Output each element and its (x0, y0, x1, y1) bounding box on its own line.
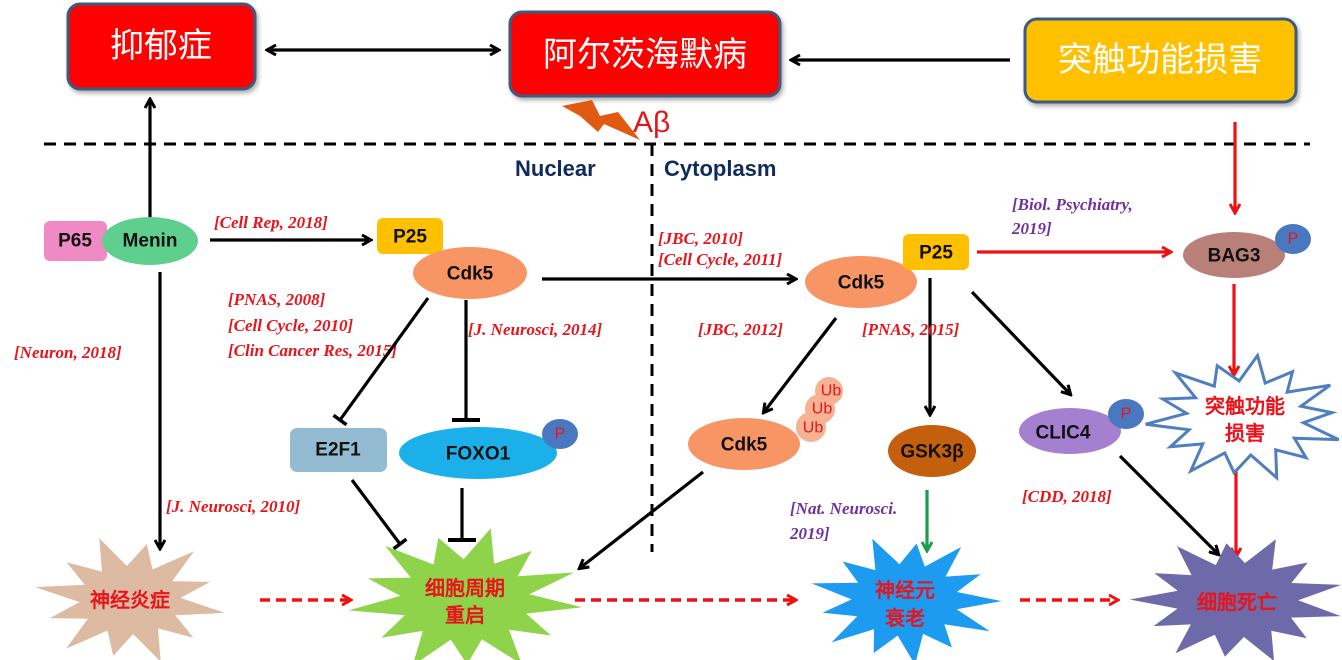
cdk5-ubiquitination-arrow (764, 317, 838, 412)
clic4-phospho-badge (1108, 399, 1144, 429)
ref-biol-psychiatry-2019-line1: [Biol. Psychiatry, (1012, 195, 1133, 214)
cell-death-label: 细胞死亡 (1197, 590, 1277, 614)
foxo1-phospho-label: P (555, 426, 566, 443)
synaptic-damage-box: 突触功能损害 (1023, 17, 1298, 104)
gsk3b-node: GSK3β (888, 425, 976, 477)
depression-box-bg (66, 2, 257, 91)
cdk5-ub-label: Cdk5 (721, 435, 768, 456)
menin-shape (102, 217, 198, 265)
cytoplasm-label: Cytoplasm (664, 156, 776, 181)
clic4-shape (1019, 408, 1121, 454)
neuronal-senescence-label-line1: 神经元 (875, 578, 935, 602)
bag3-label: BAG3 (1208, 246, 1261, 267)
alzheimers-box: 阿尔茨海默病 (508, 10, 782, 98)
ref-nat-neurosci-2019-line1: [Nat. Neurosci. (790, 499, 897, 518)
clic4-label: CLIC4 (1036, 423, 1091, 444)
nuclear-label: Nuclear (515, 156, 596, 181)
ref-pnas-2008: [PNAS, 2008] (228, 290, 326, 309)
ref-cdd-2018: [CDD, 2018] (1022, 487, 1112, 506)
bag3-phospho-badge (1275, 224, 1311, 254)
synaptic-damage-box-bg (1023, 17, 1298, 104)
ub-label-1: Ub (803, 420, 824, 437)
cdk5-nuclear-label: Cdk5 (447, 264, 494, 285)
menin-label: Menin (123, 231, 178, 252)
e2f1-label: E2F1 (315, 440, 361, 461)
p25-nuclear-shape (377, 218, 443, 254)
cdk5-cyto-shape (805, 256, 917, 308)
p65-shape (44, 221, 107, 261)
neuroinflammation-label: 神经炎症 (90, 588, 170, 612)
bag3-shape (1183, 232, 1285, 278)
cell-death-burst (1129, 539, 1342, 660)
ref-biol-psychiatry-2019-line2: 2019] (1011, 219, 1052, 238)
ref-jbc-2012: [JBC, 2012] (698, 320, 783, 339)
p25-nuclear-node: P25 (377, 218, 443, 254)
ub-label-2: Ub (812, 401, 833, 418)
ref-nat-neurosci-2019-line2: 2019] (789, 524, 830, 543)
abeta-label: Aβ (633, 106, 670, 139)
synaptic-damage-burst (1145, 352, 1340, 482)
bag3-node: BAG3 P (1183, 224, 1311, 278)
ref-cell-cycle-2011: [Cell Cycle, 2011] (658, 250, 783, 269)
alzheimers-label: 阿尔茨海默病 (543, 35, 747, 75)
synaptic-burst-label-line2: 损害 (1225, 421, 1265, 445)
neuroinflammation-burst (35, 538, 225, 660)
cdk5-ub-node: Cdk5 Ub Ub Ub (688, 377, 843, 470)
ref-cell-cycle-2010: [Cell Cycle, 2010] (228, 316, 353, 335)
gsk3b-label: GSK3β (900, 442, 963, 463)
p25-cyto-label: P25 (919, 243, 953, 264)
synaptic-burst-label-line1: 突触功能 (1205, 394, 1285, 418)
p65-node: P65 (44, 221, 107, 261)
e2f1-cellcycle-inhibit (350, 479, 408, 551)
clic4-node: CLIC4 P (1019, 399, 1144, 454)
p25-cyto-node: P25 (903, 234, 969, 270)
ref-j-neurosci-2014: [J. Neurosci, 2014] (468, 320, 602, 339)
cell-cycle-reentry-label-line1: 细胞周期 (425, 576, 505, 600)
neuronal-senescence-label-line2: 衰老 (884, 606, 925, 630)
p65-label: P65 (58, 231, 92, 252)
cell-cycle-reentry-burst (348, 528, 582, 660)
ref-jbc-2010: [JBC, 2010] (658, 229, 743, 248)
ub-circle-1 (796, 412, 826, 442)
neuronal-senescence-burst (811, 538, 1002, 660)
foxo1-phospho-badge (542, 419, 578, 449)
ref-j-neurosci-2010: [J. Neurosci, 2010] (166, 497, 300, 516)
cell-cycle-reentry-label-line2: 重启 (445, 603, 485, 627)
clic4-celldeath-arrow (1118, 454, 1218, 554)
ub-label-3: Ub (821, 383, 842, 400)
p25-clic4-arrow (970, 290, 1070, 394)
e2f1-node: E2F1 (290, 428, 387, 472)
ref-cell-rep-2018: [Cell Rep, 2018] (214, 213, 328, 232)
cdk5-cyto-node: Cdk5 (805, 256, 917, 308)
cdk5-nuclear-node: Cdk5 (413, 247, 527, 299)
foxo1-label: FOXO1 (446, 444, 511, 465)
e2f1-shape (290, 428, 387, 472)
ref-pnas-2015: [PNAS, 2015] (862, 320, 960, 339)
p25-nuclear-label: P25 (393, 227, 427, 248)
cdk5-ub-shape (688, 418, 800, 470)
cdk5-nuclear-shape (413, 247, 527, 299)
gsk3b-shape (888, 425, 976, 477)
bag3-phospho-label: P (1288, 231, 1299, 248)
foxo1-shape (399, 427, 557, 479)
depression-label: 抑郁症 (110, 26, 212, 66)
lightning-icon (562, 100, 640, 140)
ref-clin-cancer-res-2015: [Clin Cancer Res, 2015] (228, 341, 397, 360)
menin-node: Menin (102, 217, 198, 265)
cdk5-e2f1-inhibit (332, 297, 430, 427)
ref-neuron-2018: [Neuron, 2018] (14, 343, 122, 362)
depression-box: 抑郁症 (66, 2, 257, 91)
clic4-phospho-label: P (1121, 406, 1132, 423)
synaptic-damage-label: 突触功能损害 (1058, 40, 1262, 80)
cdk5-ub-cellcycle-arrow (580, 470, 704, 568)
p25-cyto-shape (903, 234, 969, 270)
alzheimers-box-bg (508, 10, 782, 98)
cdk5-cyto-label: Cdk5 (838, 273, 885, 294)
foxo1-node: FOXO1 P (399, 419, 578, 479)
